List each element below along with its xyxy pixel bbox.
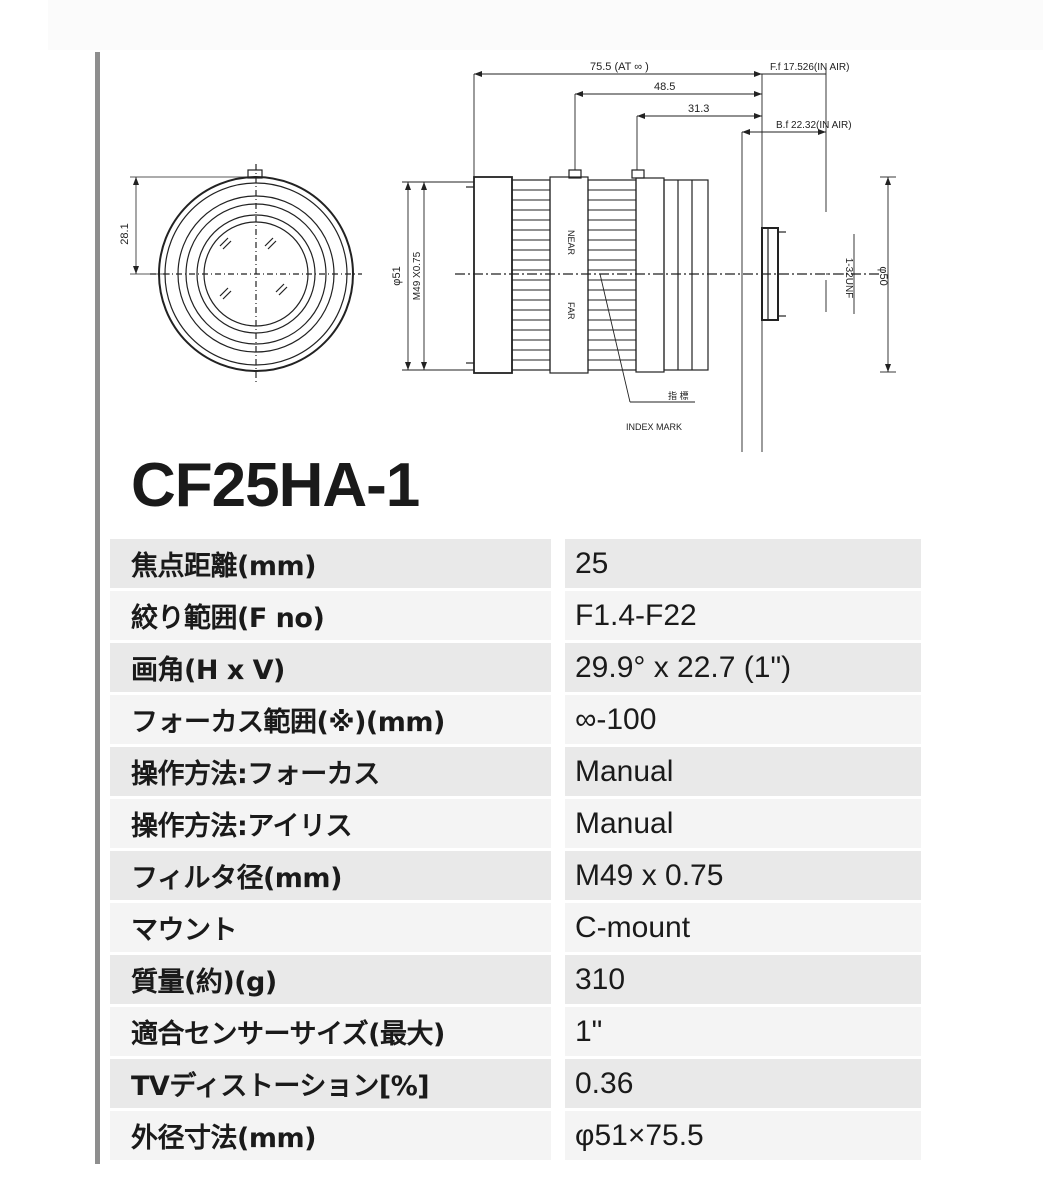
rear-diameter-dim: φ50 [877,266,889,285]
front-view [130,164,362,382]
spec-value: 1" [565,1007,921,1056]
spec-value: M49 x 0.75 [565,851,921,900]
dim-mid-length: 48.5 [654,81,675,93]
spec-row: 画角(H x V) 29.9° x 22.7 (1") [110,643,921,692]
spec-row: 操作方法:アイリス Manual [110,799,921,848]
spec-row: 外径寸法(mm) φ51×75.5 [110,1111,921,1160]
spec-label: 操作方法:アイリス [110,799,551,848]
spec-value: 25 [565,539,921,588]
spec-value: ∞-100 [565,695,921,744]
spec-value: Manual [565,799,921,848]
spec-value: Manual [565,747,921,796]
spec-label: 適合センサーサイズ(最大) [110,1007,551,1056]
back-focal-label: B.f 22.32(IN AIR) [776,120,852,131]
spec-label: フォーカス範囲(※)(mm) [110,695,551,744]
spec-value: 29.9° x 22.7 (1") [565,643,921,692]
filter-thread-dim: M49 X0.75 [412,251,423,300]
spec-row: フォーカス範囲(※)(mm) ∞-100 [110,695,921,744]
spec-label: フィルタ径(mm) [110,851,551,900]
spec-value: φ51×75.5 [565,1111,921,1160]
index-mark-en: INDEX MARK [626,422,682,432]
lens-dimension-drawing: 75.5 (AT ∞ ) 48.5 31.3 F.f 17.526(IN AIR… [119,61,896,452]
spec-value: C-mount [565,903,921,952]
dim-total-length: 75.5 (AT ∞ ) [590,61,649,73]
mount-thread-dim: 1-32UNF [843,258,854,299]
top-band [48,0,1043,50]
spec-row: 適合センサーサイズ(最大) 1" [110,1007,921,1056]
spec-label: 質量(約)(g) [110,955,551,1004]
spec-row: マウント C-mount [110,903,921,952]
focus-scale-near: NEAR [566,230,576,256]
side-view [455,169,880,374]
spec-row: 絞り範囲(F no) F1.4-F22 [110,591,921,640]
spec-value: F1.4-F22 [565,591,921,640]
left-accent-bar [95,52,100,1164]
spec-label: 操作方法:フォーカス [110,747,551,796]
spec-label: 絞り範囲(F no) [110,591,551,640]
spec-label: 焦点距離(mm) [110,539,551,588]
flange-focal-label: F.f 17.526(IN AIR) [770,62,849,73]
spec-table: 焦点距離(mm) 25 絞り範囲(F no) F1.4-F22 画角(H x V… [110,536,921,1163]
model-name: CF25HA-1 [131,451,420,520]
spec-label: マウント [110,903,551,952]
spec-row: フィルタ径(mm) M49 x 0.75 [110,851,921,900]
spec-value: 0.36 [565,1059,921,1108]
front-height-dim: 28.1 [119,223,131,244]
spec-row: 質量(約)(g) 310 [110,955,921,1004]
index-mark-jp: 指 標 [668,390,689,401]
spec-label: 画角(H x V) [110,643,551,692]
spec-row: 操作方法:フォーカス Manual [110,747,921,796]
spec-value: 310 [565,955,921,1004]
spec-row: TVディストーション[%] 0.36 [110,1059,921,1108]
spec-label: 外径寸法(mm) [110,1111,551,1160]
dim-short-length: 31.3 [688,103,709,115]
spec-label: TVディストーション[%] [110,1059,551,1108]
focus-scale-far: FAR [566,302,576,320]
dimension-lines [402,67,896,452]
spec-row: 焦点距離(mm) 25 [110,539,921,588]
outer-diameter-dim: φ51 [391,266,403,285]
